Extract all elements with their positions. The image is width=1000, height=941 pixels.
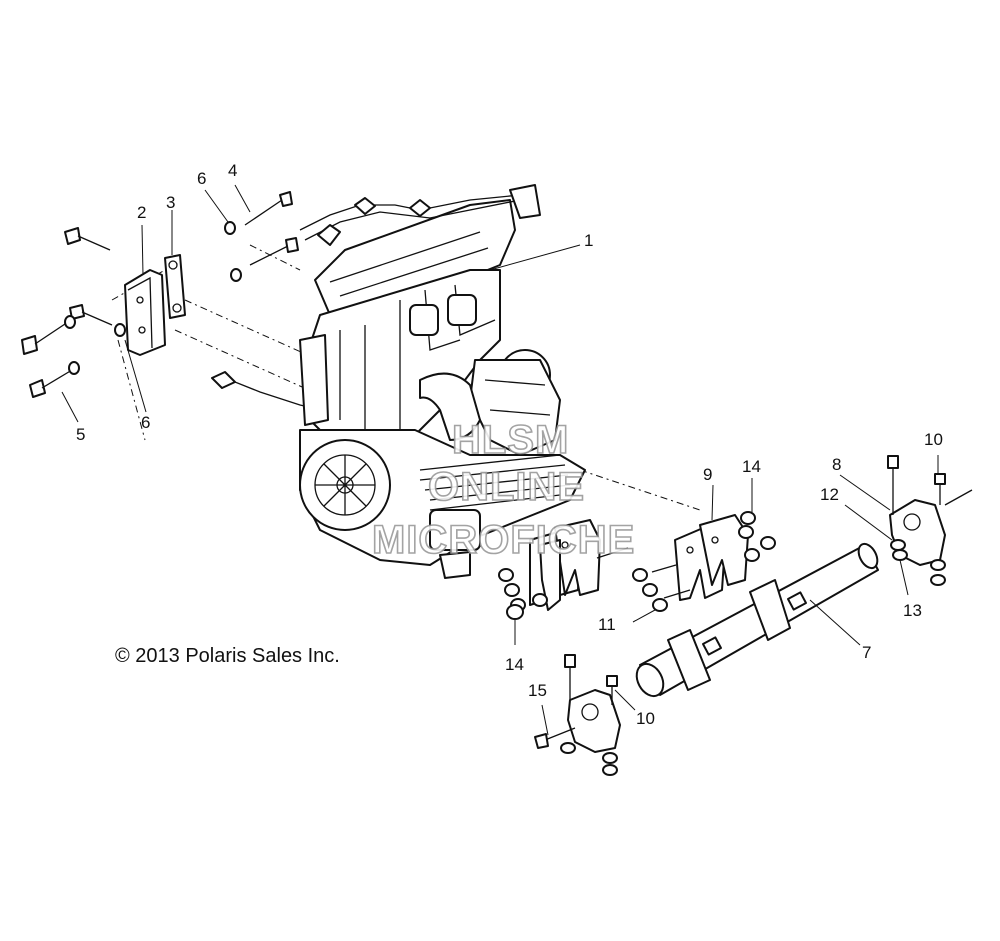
- callout-14-top: 14: [742, 457, 761, 476]
- watermark-line-1: HLSM: [452, 418, 569, 462]
- callout-7: 7: [862, 643, 871, 662]
- callout-15: 15: [528, 681, 547, 700]
- watermark: HLSM ONLINE MICROFICHE: [371, 417, 635, 563]
- callout-14-bottom: 14: [505, 655, 524, 674]
- carrier-tube: [635, 542, 879, 698]
- copyright-notice: © 2013 Polaris Sales Inc.: [115, 645, 340, 667]
- callout-9: 9: [703, 465, 712, 484]
- shield-fasteners: [498, 511, 776, 620]
- callout-8: 8: [832, 455, 841, 474]
- callout-5: 5: [76, 425, 85, 444]
- callout-10-right: 10: [924, 430, 943, 449]
- callout-4: 4: [228, 161, 237, 180]
- bolts-left: [21, 191, 299, 398]
- engine-assembly: [211, 184, 586, 579]
- lower-mount: [534, 654, 621, 776]
- callout-11: 11: [598, 615, 616, 634]
- right-mount: [887, 455, 973, 586]
- left-mount-bracket: [124, 269, 166, 356]
- callout-6-top: 6: [197, 169, 206, 188]
- watermark-line-3: MICROFICHE: [372, 518, 635, 562]
- callout-1: 1: [584, 231, 593, 250]
- alignment-lines: [111, 244, 701, 511]
- callouts: 1 2 3 4 5 6 6 7 8 9 10 10 11 12 13 14 14…: [76, 161, 943, 728]
- callout-6-bottom: 6: [141, 413, 150, 432]
- callout-10-lower: 10: [636, 709, 655, 728]
- shield-plates: [529, 514, 749, 611]
- callout-13: 13: [903, 601, 922, 620]
- leader-lines: [61, 184, 939, 736]
- callout-2: 2: [137, 203, 146, 222]
- mount-link: [164, 254, 186, 319]
- watermark-line-2: ONLINE: [428, 465, 585, 509]
- callout-12: 12: [820, 485, 839, 504]
- callout-3: 3: [166, 193, 175, 212]
